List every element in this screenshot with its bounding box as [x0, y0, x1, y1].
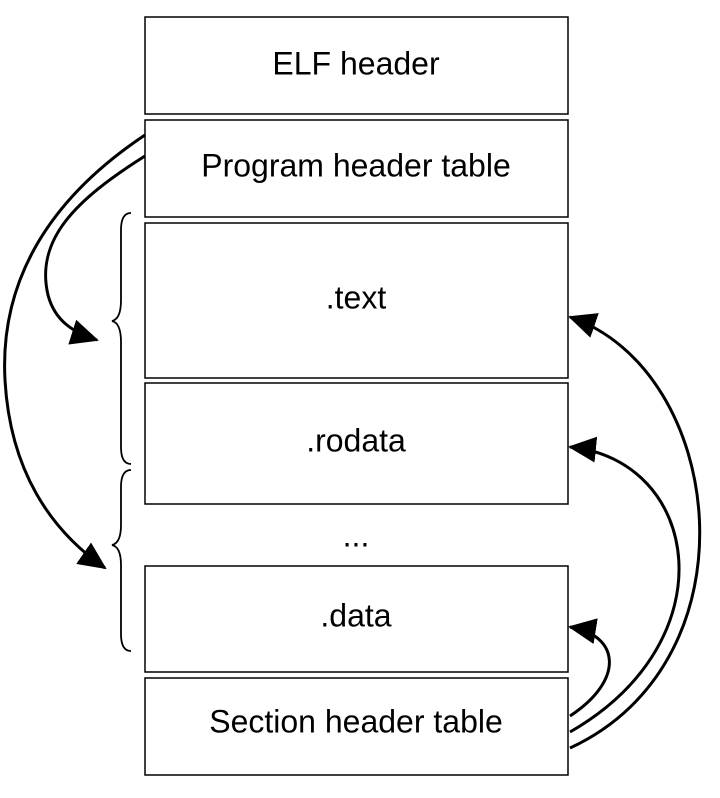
segment-brace-lower	[111, 469, 132, 652]
ellipsis-gap: ...	[343, 517, 370, 553]
section-header-to-text-arrow	[568, 313, 702, 750]
section-header-to-rodata-arrow	[568, 436, 681, 734]
block-section-header-table: Section header table	[144, 677, 569, 776]
block-program-header-table: Program header table	[144, 119, 569, 218]
program-header-table-label: Program header table	[201, 147, 511, 183]
block-elf-header: ELF header	[144, 16, 569, 115]
data-section-label: .data	[320, 597, 391, 633]
block-data-section: .data	[144, 565, 569, 673]
elf-header-label: ELF header	[272, 45, 440, 81]
program-header-to-text-arrow	[44, 154, 146, 345]
section-header-to-data-arrow	[568, 618, 611, 718]
text-section-label: .text	[326, 279, 387, 315]
block-rodata-section: .rodata	[144, 382, 569, 505]
section-header-table-label: Section header table	[209, 703, 503, 739]
rodata-section-label: .rodata	[306, 422, 406, 458]
segment-brace-upper	[111, 212, 132, 465]
program-header-to-data-arrow	[3, 133, 146, 570]
block-text-section: .text	[144, 222, 569, 379]
